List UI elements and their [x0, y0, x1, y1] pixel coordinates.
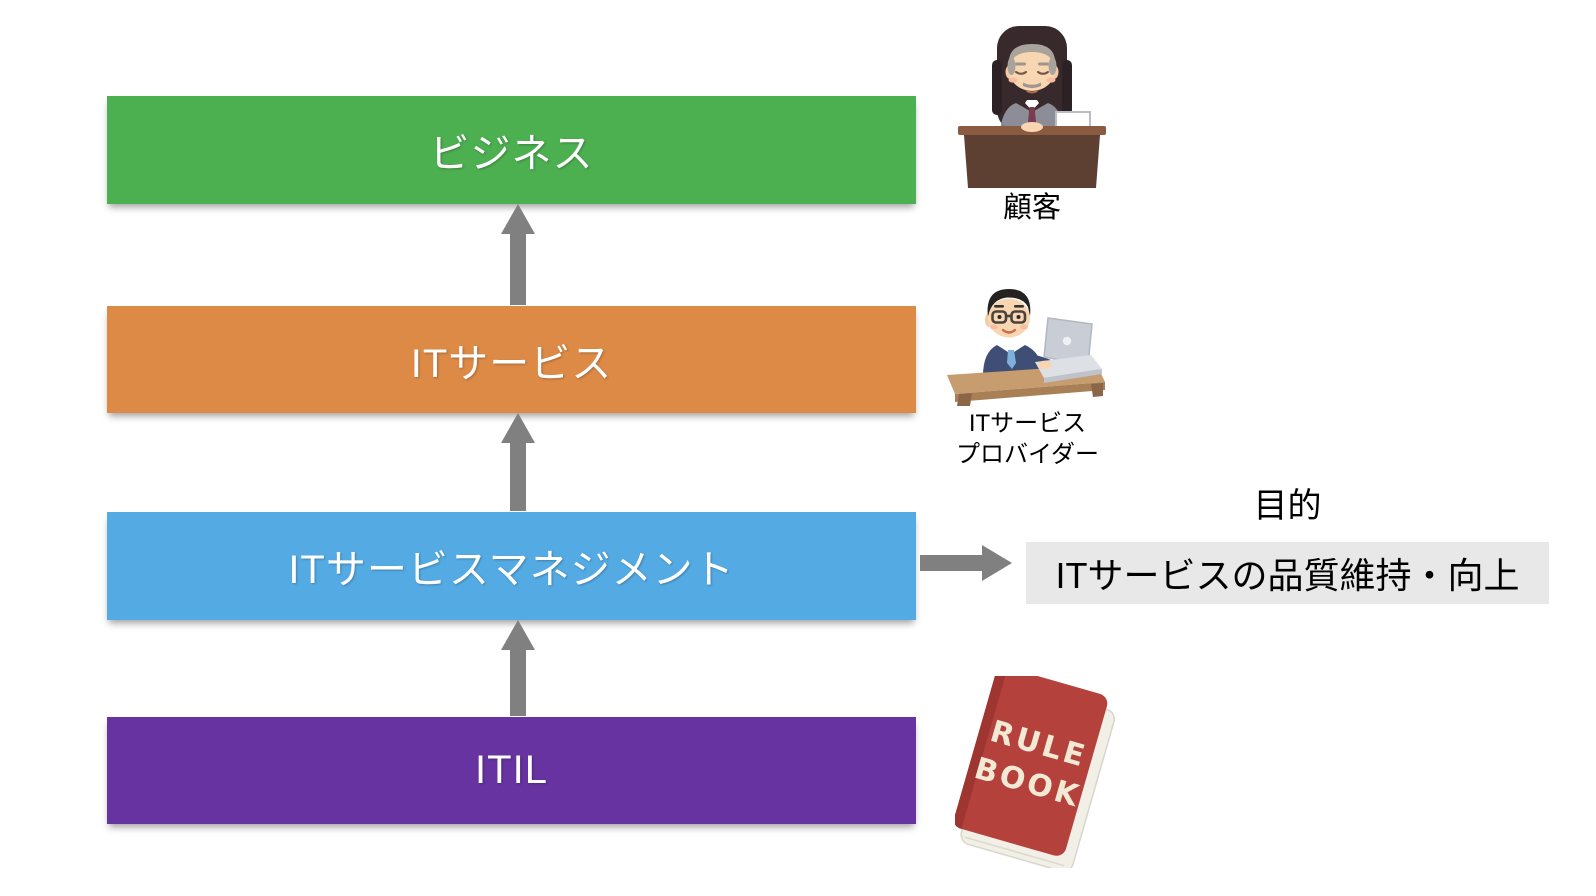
laptop: [1035, 317, 1102, 383]
up-arrow-itsm-to-itservice: [501, 413, 535, 511]
arrow-shaft: [510, 650, 526, 716]
provider-label-line2: プロバイダー: [955, 441, 1100, 468]
rule-book-illustration: RULE BOOK: [955, 676, 1115, 868]
layer-label-itil: ITIL: [475, 748, 548, 792]
provider-person: [983, 289, 1059, 376]
layer-label-it-service-management: ITサービスマネジメント: [288, 548, 735, 592]
arrow-shaft: [510, 443, 526, 511]
executive-person: [1000, 44, 1064, 133]
purpose-text: ITサービスの品質維持・向上: [1055, 555, 1520, 596]
arrow-shaft: [920, 555, 982, 571]
arrow-head-icon: [982, 545, 1012, 581]
arrow-head-icon: [501, 413, 535, 443]
executive-at-desk-illustration: [958, 26, 1106, 188]
up-arrow-itservice-to-business: [501, 204, 535, 305]
provider-label-line1: ITサービス: [968, 410, 1087, 437]
provider-label: ITサービス プロバイダー: [945, 408, 1110, 470]
arrow-shaft: [510, 234, 526, 305]
layer-label-business: ビジネス: [429, 132, 594, 176]
purpose-box: ITサービスの品質維持・向上: [1026, 542, 1549, 604]
executive-desk: [958, 111, 1106, 188]
arrow-head-icon: [501, 620, 535, 650]
layer-bar-it-service-management: ITサービスマネジメント: [107, 512, 916, 620]
right-arrow-itsm-to-purpose: [920, 545, 1012, 581]
up-arrow-itil-to-itsm: [501, 620, 535, 716]
customer-label: 顧客: [1002, 192, 1061, 224]
arrow-head-icon: [501, 204, 535, 234]
layer-bar-business: ビジネス: [107, 96, 916, 204]
layer-label-it-service: ITサービス: [410, 341, 613, 386]
layer-bar-it-service: ITサービス: [107, 306, 916, 413]
layer-bar-itil: ITIL: [107, 717, 916, 824]
man-working-on-laptop-illustration: [947, 289, 1105, 406]
purpose-title: 目的: [1253, 487, 1322, 525]
rule-book: RULE BOOK: [955, 676, 1115, 868]
